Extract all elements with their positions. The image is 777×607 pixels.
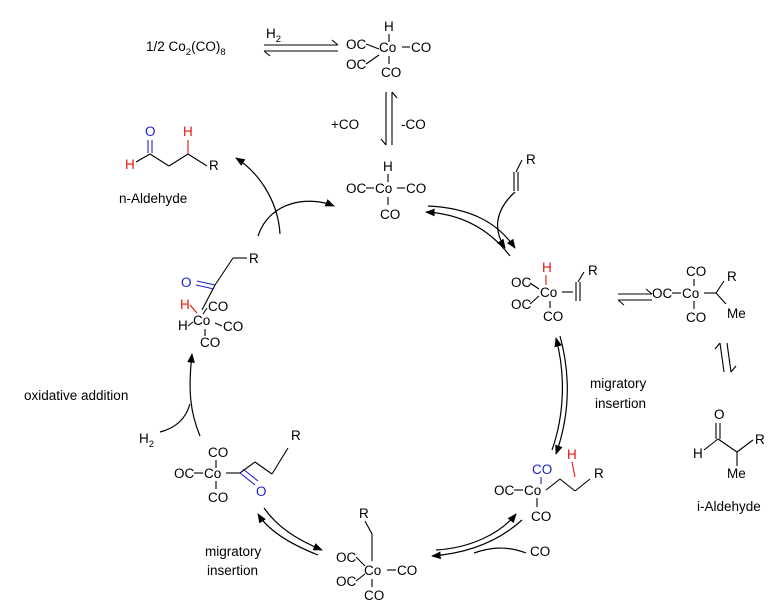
svg-text:OC: OC <box>336 574 357 589</box>
svg-text:CO: CO <box>380 207 400 222</box>
svg-text:CO: CO <box>381 65 401 80</box>
svg-text:OC: OC <box>494 483 515 498</box>
alkene-co-complex: H OC Co R OC CO <box>511 260 598 324</box>
svg-text:R: R <box>209 158 219 173</box>
svg-text:H: H <box>567 447 577 462</box>
cycle-arrows <box>159 157 568 560</box>
equilibrium-arrow-branch <box>617 288 653 306</box>
svg-text:R: R <box>755 432 765 447</box>
svg-text:Co: Co <box>364 563 381 578</box>
svg-text:OC: OC <box>174 466 195 481</box>
svg-text:CO: CO <box>223 319 243 334</box>
alkyl-co4-complex: R OC Co CO OC CO <box>336 506 417 603</box>
h2-label: H2 <box>266 26 281 45</box>
n-aldehyde-product: O H H R n-Aldehyde <box>119 124 219 206</box>
hco-co4-complex: H OC Co CO OC CO <box>346 19 431 80</box>
svg-text:O: O <box>181 275 192 290</box>
svg-text:R: R <box>594 466 604 481</box>
svg-text:Co: Co <box>204 466 221 481</box>
svg-text:H: H <box>183 124 193 139</box>
co-in-label: CO <box>530 544 550 559</box>
svg-text:-CO: -CO <box>401 117 426 132</box>
svg-text:Co: Co <box>375 181 392 196</box>
precursor-label: 1/2 Co2(CO)8 <box>146 39 226 58</box>
migratory-insertion-left: migratory insertion <box>205 544 262 578</box>
svg-text:CO: CO <box>543 309 563 324</box>
equilibrium-arrow-vertical-branch <box>714 342 737 373</box>
svg-text:OC: OC <box>346 181 367 196</box>
svg-text:H: H <box>178 318 188 333</box>
precursor-equilibrium: 1/2 Co2(CO)8 H2 <box>146 26 339 58</box>
svg-text:OC: OC <box>652 286 673 301</box>
svg-text:CO: CO <box>208 445 228 460</box>
equilibrium-arrow-top <box>263 39 339 57</box>
svg-text:H: H <box>180 297 190 312</box>
svg-text:H: H <box>125 157 135 172</box>
hco-co3-complex: H OC Co CO CO <box>346 159 426 222</box>
acyl-dihydride-complex: R O H CO Co H CO CO <box>178 251 259 350</box>
n-aldehyde-label: n-Aldehyde <box>119 191 187 206</box>
svg-text:OC: OC <box>511 297 532 312</box>
svg-text:+CO: +CO <box>331 117 359 132</box>
svg-text:CO: CO <box>686 264 706 279</box>
svg-text:migratory: migratory <box>205 544 262 559</box>
svg-text:R: R <box>291 428 301 443</box>
svg-text:migratory: migratory <box>590 376 647 391</box>
svg-text:Me: Me <box>727 306 746 321</box>
svg-text:CO: CO <box>397 563 417 578</box>
migratory-insertion-right: migratory insertion <box>590 376 647 411</box>
alkene-reactant: R <box>513 152 536 191</box>
svg-text:R: R <box>526 152 536 167</box>
svg-text:OC: OC <box>346 57 367 72</box>
svg-text:R: R <box>588 263 598 278</box>
svg-text:insertion: insertion <box>595 396 646 411</box>
svg-text:Co: Co <box>193 313 210 328</box>
acyl-co3-complex: CO OC Co O R CO <box>174 428 301 505</box>
i-aldehyde-label: i-Aldehyde <box>697 499 761 514</box>
svg-text:Co: Co <box>540 285 557 300</box>
svg-text:OC: OC <box>511 275 532 290</box>
oxidative-addition-label: oxidative addition <box>24 388 128 403</box>
svg-text:H: H <box>383 159 393 174</box>
svg-text:CO: CO <box>686 310 706 325</box>
branched-alkyl-complex: CO OC Co R Me CO <box>652 264 746 325</box>
svg-text:Me: Me <box>727 466 746 481</box>
svg-text:OC: OC <box>346 37 367 52</box>
svg-text:H: H <box>542 260 552 275</box>
svg-text:O: O <box>714 407 725 422</box>
svg-text:R: R <box>359 506 369 521</box>
svg-text:Co: Co <box>379 40 396 55</box>
linear-alkyl-co3-complex: CO OC Co H R CO <box>494 447 604 524</box>
svg-text:CO: CO <box>200 335 220 350</box>
svg-text:CO: CO <box>411 40 431 55</box>
svg-text:insertion: insertion <box>207 563 258 578</box>
svg-text:O: O <box>256 484 267 499</box>
svg-text:R: R <box>727 269 737 284</box>
svg-text:CO: CO <box>208 490 228 505</box>
svg-text:OC: OC <box>336 550 357 565</box>
svg-text:CO: CO <box>364 588 384 603</box>
svg-text:Co: Co <box>524 483 541 498</box>
i-aldehyde-product: O H R Me i-Aldehyde <box>693 407 765 514</box>
svg-text:CO: CO <box>532 462 552 477</box>
svg-text:Co: Co <box>682 286 699 301</box>
svg-text:H: H <box>384 19 394 34</box>
svg-text:CO: CO <box>531 509 551 524</box>
svg-text:R: R <box>249 251 259 266</box>
co-exchange-equilibrium: +CO -CO <box>331 91 426 146</box>
svg-text:CO: CO <box>208 299 228 314</box>
svg-text:O: O <box>145 124 156 139</box>
h2-reagent-label: H2 <box>139 431 154 450</box>
svg-text:CO: CO <box>406 181 426 196</box>
svg-text:H: H <box>693 446 703 461</box>
